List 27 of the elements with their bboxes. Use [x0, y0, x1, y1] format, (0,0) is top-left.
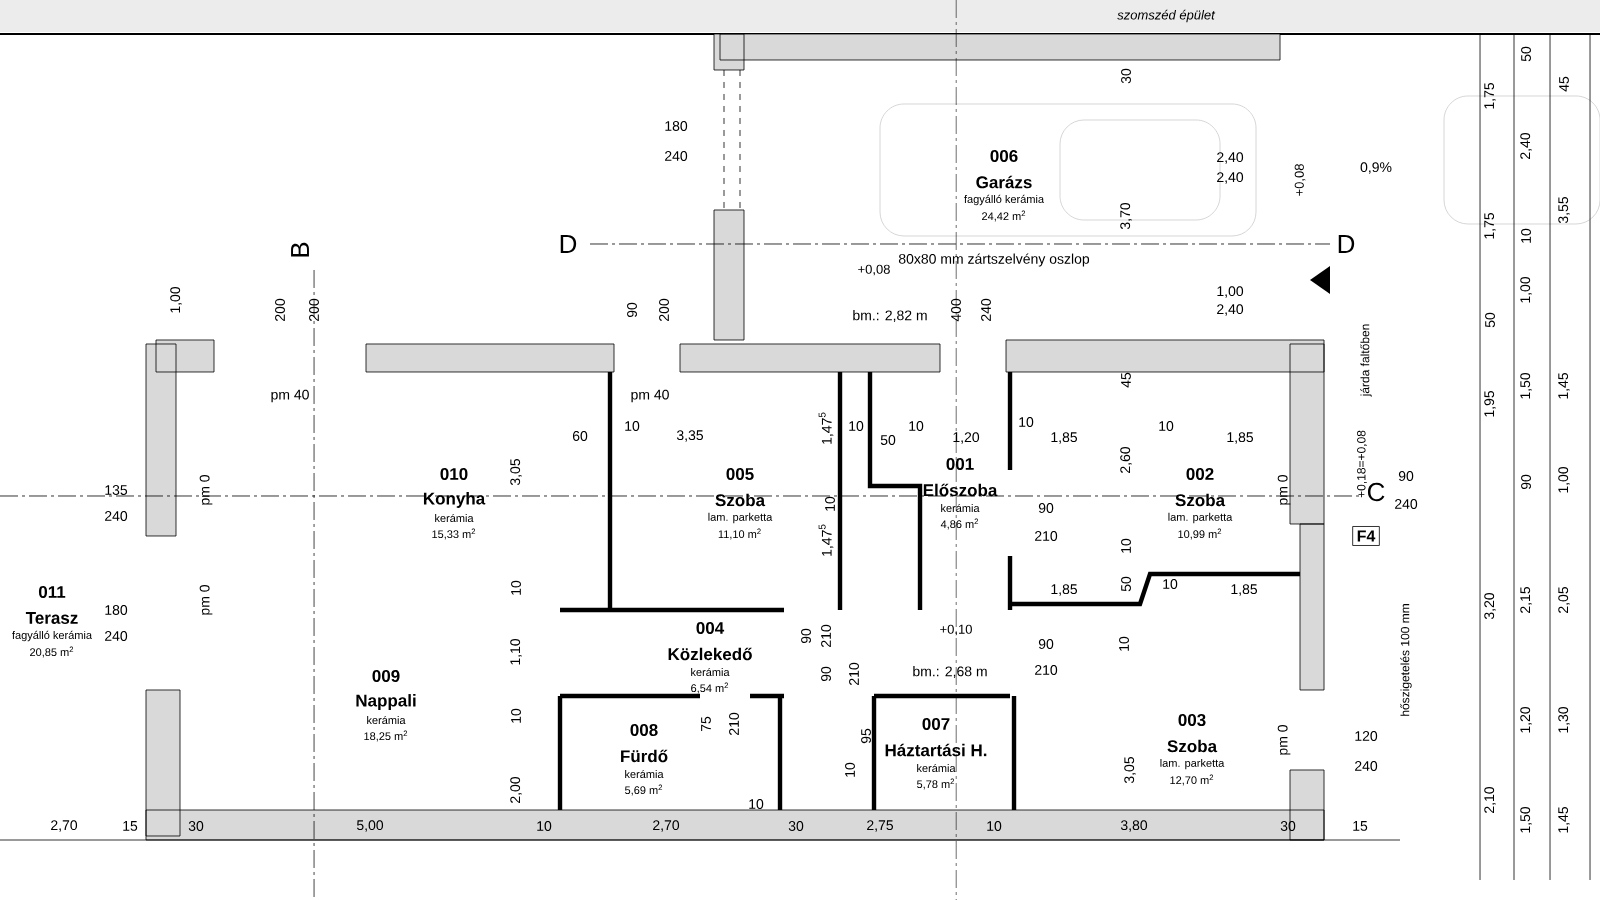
- room-name: Előszoba: [923, 483, 998, 497]
- room-number: 003: [1178, 714, 1206, 727]
- section-letter: C: [1367, 482, 1385, 502]
- room-number: 001: [946, 458, 974, 470]
- room-number: 007: [922, 718, 950, 730]
- label-box: F4: [1352, 526, 1380, 546]
- room-name: Szoba: [715, 493, 766, 507]
- room-name: Szoba: [1175, 493, 1226, 507]
- room-number: 009: [372, 670, 400, 682]
- room-name: Nappali: [356, 694, 416, 710]
- room-name: Háztartási H.: [885, 743, 987, 757]
- room-number: 002: [1186, 468, 1214, 480]
- room-name: Fürdő: [621, 749, 668, 763]
- room-number: 010: [440, 468, 468, 480]
- room-name: Szoba: [1167, 739, 1218, 753]
- room-name: Konyha: [423, 492, 486, 508]
- section-letter: D: [560, 235, 577, 253]
- room-number: 004: [696, 622, 725, 634]
- room-number: 008: [630, 724, 658, 736]
- room-number: 011: [38, 586, 66, 598]
- room-number: 006: [990, 150, 1018, 162]
- room-name: Közlekedő: [668, 647, 752, 661]
- section-letter: D: [1338, 235, 1355, 253]
- room-name: Garázs: [976, 175, 1032, 189]
- section-letter: B: [291, 242, 309, 257]
- room-number: 005: [726, 468, 754, 480]
- room-name: Terasz: [25, 612, 78, 624]
